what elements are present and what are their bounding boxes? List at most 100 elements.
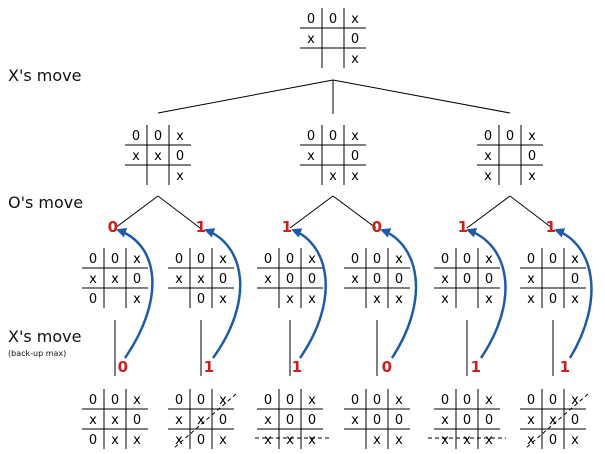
board-cell-x: x bbox=[133, 433, 141, 448]
board-cell-o: 0 bbox=[111, 252, 119, 267]
board-cell-x: x bbox=[286, 292, 294, 307]
board-cell-x: x bbox=[441, 292, 449, 307]
board-cell-o: 0 bbox=[175, 252, 183, 267]
board-cell-o: 0 bbox=[154, 129, 162, 144]
board-cell-o: 0 bbox=[549, 393, 557, 408]
board-cell-o: 0 bbox=[133, 272, 141, 287]
board-cell-o: 0 bbox=[528, 149, 536, 164]
board-cell-x: x bbox=[527, 272, 535, 287]
board-cell-o: 0 bbox=[286, 413, 294, 428]
board-cell-o: 0 bbox=[373, 413, 381, 428]
board-cell-x: x bbox=[329, 169, 337, 184]
board-cell-o: 0 bbox=[463, 413, 471, 428]
board-cell-o: 0 bbox=[219, 272, 227, 287]
backup-arrow-4 bbox=[380, 228, 418, 359]
board-cell-x: x bbox=[571, 292, 579, 307]
board-cell-o: 0 bbox=[485, 413, 493, 428]
x-move-label-2: X's move bbox=[8, 327, 81, 346]
board-cell-x: x bbox=[133, 252, 141, 267]
board-cell-o: 0 bbox=[571, 272, 579, 287]
board-cell-x: x bbox=[197, 413, 205, 428]
board-cell-x: x bbox=[132, 149, 140, 164]
board-cell-x: x bbox=[395, 252, 403, 267]
board-cell-o: 0 bbox=[351, 149, 359, 164]
o-move-label: O's move bbox=[8, 193, 83, 212]
board-cell-o: 0 bbox=[307, 129, 315, 144]
board-cell-x: x bbox=[176, 169, 184, 184]
board-cell-x: x bbox=[441, 433, 449, 448]
board-cell-x: x bbox=[264, 272, 272, 287]
edge-a-left bbox=[114, 195, 159, 229]
board-cell-x: x bbox=[264, 413, 272, 428]
board-cell-x: x bbox=[373, 292, 381, 307]
board-cell-x: x bbox=[351, 169, 359, 184]
board-cell-o: 0 bbox=[89, 252, 97, 267]
board-cell-o: 0 bbox=[197, 252, 205, 267]
board-cell-x: x bbox=[307, 32, 315, 47]
board-cell-x: x bbox=[528, 129, 536, 144]
board-cell-o: 0 bbox=[506, 129, 514, 144]
board-cell-x: x bbox=[351, 12, 359, 27]
board-cell-x: x bbox=[219, 433, 227, 448]
board-cell-o: 0 bbox=[111, 393, 119, 408]
x-move-label-1: X's move bbox=[8, 66, 81, 85]
board-cell-x: x bbox=[571, 433, 579, 448]
board-cell-o: 0 bbox=[484, 129, 492, 144]
board-cell-x: x bbox=[133, 292, 141, 307]
board-cell-o: 0 bbox=[527, 252, 535, 267]
board-cell-x: x bbox=[463, 433, 471, 448]
board-cell-o: 0 bbox=[571, 413, 579, 428]
x-score-1: 0 bbox=[118, 358, 128, 376]
x-score-6: 1 bbox=[560, 358, 570, 376]
edge-c-left bbox=[466, 195, 511, 229]
board-cell-x: x bbox=[351, 52, 359, 67]
board-cell-o: 0 bbox=[549, 252, 557, 267]
board-cell-o: 0 bbox=[286, 272, 294, 287]
edge-root-left bbox=[157, 79, 334, 114]
backup-arrow-6 bbox=[554, 228, 593, 359]
board-cell-x: x bbox=[89, 272, 97, 287]
o-score-3: 1 bbox=[282, 218, 292, 236]
board-cell-x: x bbox=[485, 252, 493, 267]
backup-arrow-1 bbox=[116, 227, 154, 359]
board-cell-o: 0 bbox=[351, 32, 359, 47]
board-cell-o: 0 bbox=[89, 292, 97, 307]
board-cell-x: x bbox=[527, 413, 535, 428]
board-cell-o: 0 bbox=[395, 413, 403, 428]
board-cell-x: x bbox=[527, 433, 535, 448]
edge-b-right bbox=[332, 195, 377, 229]
board-cell-x: x bbox=[308, 252, 316, 267]
board-cell-o: 0 bbox=[463, 272, 471, 287]
board-cell-o: 0 bbox=[89, 393, 97, 408]
board-cell-x: x bbox=[175, 433, 183, 448]
x-score-3: 1 bbox=[292, 358, 302, 376]
board-cell-o: 0 bbox=[133, 413, 141, 428]
board-cell-o: 0 bbox=[373, 252, 381, 267]
board-cell-o: 0 bbox=[463, 252, 471, 267]
board-cell-o: 0 bbox=[549, 433, 557, 448]
board-cell-x: x bbox=[351, 129, 359, 144]
board-cell-x: x bbox=[111, 272, 119, 287]
o-score-5: 1 bbox=[458, 218, 468, 236]
o-score-2: 1 bbox=[196, 218, 206, 236]
edge-c-right bbox=[509, 195, 553, 229]
board-cell-o: 0 bbox=[175, 393, 183, 408]
backup-arrow-5 bbox=[466, 227, 507, 359]
board-cell-x: x bbox=[111, 433, 119, 448]
board-cell-o: 0 bbox=[89, 433, 97, 448]
board-cell-o: 0 bbox=[441, 393, 449, 408]
board-cell-o: 0 bbox=[176, 149, 184, 164]
board-cell-x: x bbox=[308, 393, 316, 408]
board-cell-x: x bbox=[286, 433, 294, 448]
